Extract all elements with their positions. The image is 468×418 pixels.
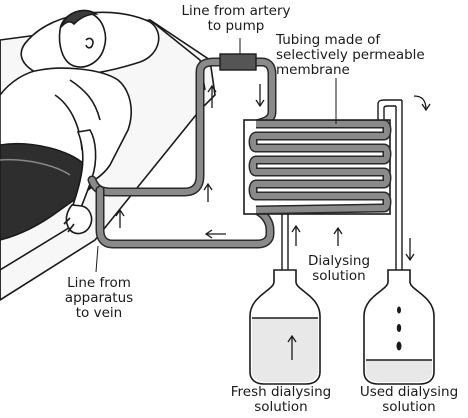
label-artery-line: Line from artery to pump	[181, 3, 291, 34]
arrow-up-icon	[115, 208, 125, 228]
label-fresh-solution: Fresh dialysing solution	[230, 384, 332, 415]
arrow-curved-icon	[413, 95, 431, 112]
arrow-down-icon	[405, 238, 415, 262]
blood-tubing	[87, 57, 277, 249]
fresh-bottle	[249, 269, 321, 385]
used-bottle	[363, 269, 435, 385]
flow-arrows	[115, 84, 431, 360]
label-dialysing-solution: Dialysing solution	[307, 253, 371, 284]
label-membrane-tubing: Tubing made of selectively permeable mem…	[276, 32, 425, 78]
arrow-up-icon	[203, 182, 213, 202]
arrow-up-icon	[333, 226, 343, 246]
arrow-up-icon	[287, 334, 297, 360]
label-vein-line: Line from apparatus to vein	[64, 275, 134, 321]
leader-lines	[95, 38, 337, 273]
label-used-solution: Used dialysing solution	[359, 384, 459, 415]
arrow-left-icon	[204, 229, 226, 239]
patient	[0, 9, 132, 241]
membrane-tubing	[248, 119, 392, 215]
arrow-up-icon	[291, 224, 301, 246]
arrow-up-icon	[207, 84, 217, 108]
arrow-down-icon	[255, 84, 265, 108]
pump	[219, 53, 257, 71]
